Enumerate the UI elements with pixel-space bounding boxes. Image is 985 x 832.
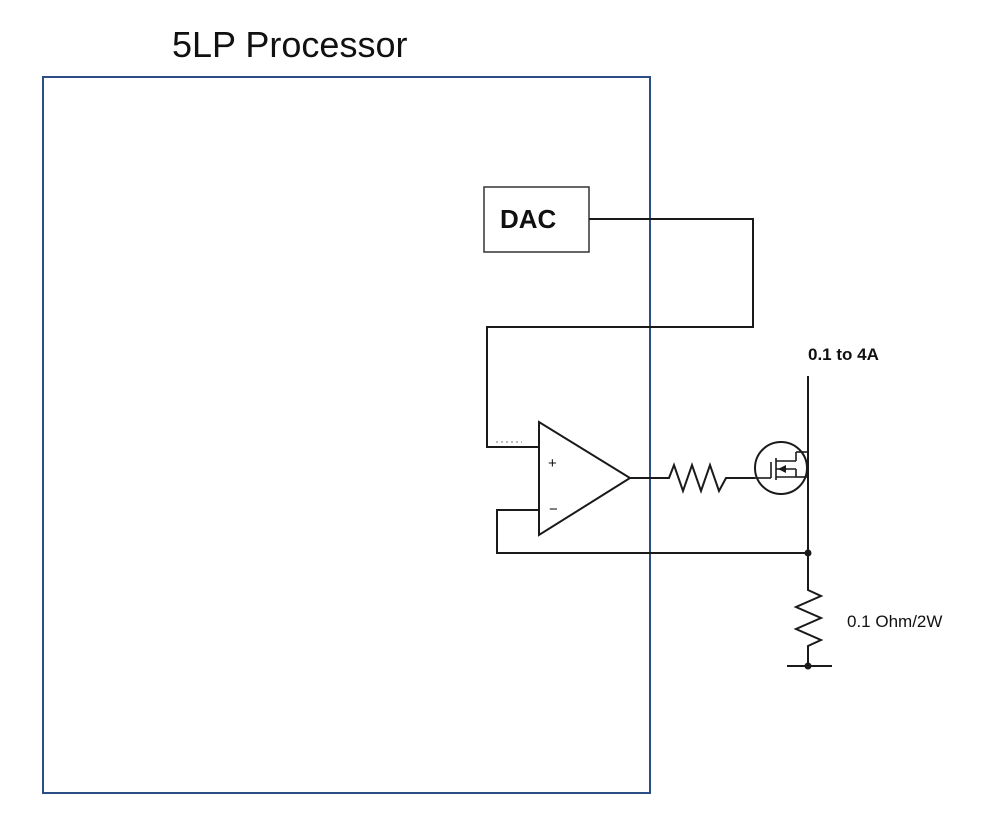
- processor-block: [42, 76, 651, 794]
- opamp-minus-pin: −: [549, 501, 558, 518]
- sense-resistor: 0.1 Ohm/2W: [793, 585, 942, 666]
- resistor-icon: [664, 461, 755, 495]
- opamp-triangle: [538, 420, 632, 537]
- opamp-plus-pin: +: [548, 455, 557, 472]
- gate-resistor: [630, 461, 755, 495]
- sense-node: [804, 549, 812, 557]
- dac-output-wire: [486, 218, 754, 448]
- opamp-icon: + −: [538, 420, 632, 537]
- nmos-transistor-icon: [754, 441, 808, 495]
- feedback-wire: [496, 509, 808, 554]
- dac-label: DAC: [500, 204, 557, 234]
- mosfet-arrow: [778, 465, 786, 473]
- ground-icon: [787, 662, 832, 670]
- dac-block: DAC: [483, 186, 590, 253]
- dac-box: [483, 186, 590, 253]
- processor-title: 5LP Processor: [172, 24, 407, 65]
- sense-resistor-label: 0.1 Ohm/2W: [847, 612, 942, 631]
- resistor-icon: [793, 585, 824, 666]
- current-label: 0.1 to 4A: [808, 345, 879, 364]
